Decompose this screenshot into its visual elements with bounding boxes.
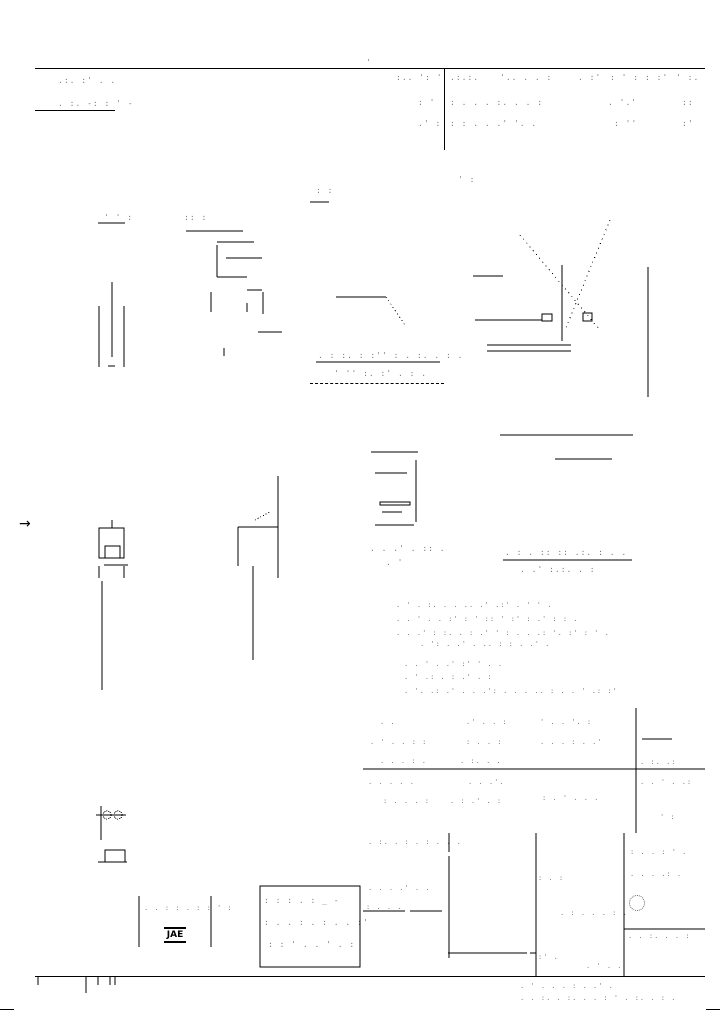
- section-caption-1: . : :. : :'' : . :. . : .: [318, 351, 464, 360]
- note-4: . . ' . .' :' ' . .: [404, 660, 504, 668]
- top-border-line: [35, 68, 705, 69]
- sheet-number: :' .: [538, 953, 559, 961]
- company-line-2: . . . .: .: [630, 870, 683, 878]
- center-dashed-line: [310, 383, 444, 384]
- stamp-line-3: : : ' . . ' . :: [268, 940, 356, 949]
- stamp-line-1: : : : . : _ -: [264, 896, 340, 905]
- rev-row-1-desc: : : . . .' '. .: [450, 119, 538, 128]
- rev-row-0-ref: ::: [682, 98, 694, 107]
- package-sub: . ': [386, 558, 404, 567]
- spec-row-0-c1: . .: [380, 718, 396, 726]
- section-caption-2: ' '' :. :' . : .: [334, 369, 428, 378]
- stamp-line-2: : . . : . : . . :': [264, 918, 369, 927]
- spec-right-2: ' :: [660, 813, 676, 821]
- footer-line-1: . ' . . . : . .' .: [520, 982, 614, 990]
- spec-right-0: . :. .:: [640, 758, 677, 766]
- jae-logo: JAE: [164, 926, 186, 944]
- rev-row-1-mark: .' :: [418, 119, 442, 128]
- package-caption: . . .' . :: .: [370, 544, 446, 553]
- rev-header-2: '.. . . :: [500, 73, 553, 82]
- rev-row-0-mark: : ': [418, 98, 436, 107]
- logo-bar-top: [164, 927, 186, 929]
- bottom-border-line: [35, 976, 705, 977]
- spec-row-3-c1: . . . . .: [368, 778, 415, 786]
- rev-row-0-desc: : . . . :. . . :: [450, 98, 544, 107]
- rev-header-4: : ' :: [610, 73, 640, 82]
- view-b-label: : :: [316, 186, 334, 195]
- rev-header-6: ' :.: [676, 73, 700, 82]
- left-margin-arrow-icon: →: [19, 516, 31, 532]
- scale-value: . ' . .: [586, 962, 623, 970]
- spec-row-1-c1: . ' . . : :: [370, 738, 428, 746]
- spec-right-1: . . ' . .:: [640, 778, 693, 786]
- rev-header-5: : :': [645, 73, 669, 82]
- note-2: . . ' . . :' : ' :: ' :' : .' : : .: [396, 615, 579, 623]
- spec-row-0-c2: .' . . :: [466, 718, 508, 726]
- view-c-label: ' :: [458, 175, 476, 184]
- part-number: . : . . . : .: [560, 909, 628, 917]
- revision-table-divider: [444, 68, 445, 150]
- sheet-mark-top: ': [366, 58, 372, 67]
- logo-bar-bottom: [164, 941, 186, 943]
- rev-header-1: .:.:.: [450, 73, 480, 82]
- rev-header-0: :.. ': ': [396, 73, 443, 82]
- logo-caption: . . : : . : : ' :: [144, 904, 233, 912]
- rev-row-1-ref: :': [682, 119, 694, 128]
- company-line-1: : . . : ' .: [630, 848, 688, 856]
- company-mark-icon: [629, 895, 645, 911]
- spec-row-4-c3: : . ' . . .: [542, 794, 600, 802]
- rev-row-1-value: : '': [614, 119, 638, 128]
- note-5: . ' .: . : .' . :: [404, 673, 493, 681]
- part-label: : . :: [538, 874, 565, 882]
- corner-mark-bl: [0, 1009, 14, 1010]
- doc-number: . . :. . . :: [628, 932, 691, 940]
- title-left-underline: [35, 110, 115, 111]
- approval-1: . . . .' . .: [368, 884, 431, 892]
- note-3: . . .' : :. . : .' ' : . . .: '. :' : ' …: [396, 629, 610, 637]
- note-6: . '. .: .' . . .': . . . .. : . . ' .: :…: [404, 687, 618, 695]
- spec-row-4-c1: : . . . :: [383, 797, 430, 805]
- spec-row-0-c3: ' . . '. :: [540, 718, 593, 726]
- approval-0: . :. . : . : . . .: [368, 838, 462, 846]
- spec-row-2-c2: . :. . .: [460, 757, 502, 765]
- spec-row-3-c2: . . .'.: [468, 778, 505, 786]
- spec-row-1-c3: . . . : . .': [540, 738, 603, 746]
- section-caption-4: . .' :.:. . :: [520, 565, 596, 574]
- note-3-cont: . ': . .' . .. : : . .' .: [420, 640, 551, 648]
- logo-text: JAE: [166, 930, 184, 940]
- section-caption-3: . : . :: :: .:. : . .: [505, 548, 628, 557]
- title-left-line1: .:. :' . .: [58, 76, 117, 85]
- detail-label: :: :: [184, 213, 208, 222]
- rev-row-0-value: . '.': [608, 98, 638, 107]
- footer-line-2: . . :. . :. . . : ' . :. . : .: [520, 994, 677, 1002]
- spec-row-4-c2: . : .' . :: [450, 797, 503, 805]
- rev-header-3: . :': [578, 73, 602, 82]
- corner-mark-br: [706, 1009, 720, 1010]
- title-left-line2: . :. -: : ' -: [58, 99, 134, 108]
- note-1: . ' . :. . . .. .' .:' . ' ' .: [396, 601, 553, 609]
- view-a-label: ' ' :: [104, 213, 134, 222]
- spec-row-2-c1: . . . : .: [380, 757, 427, 765]
- spec-row-1-c2: : . . :: [466, 738, 503, 746]
- approval-2: : . . .: [366, 903, 403, 911]
